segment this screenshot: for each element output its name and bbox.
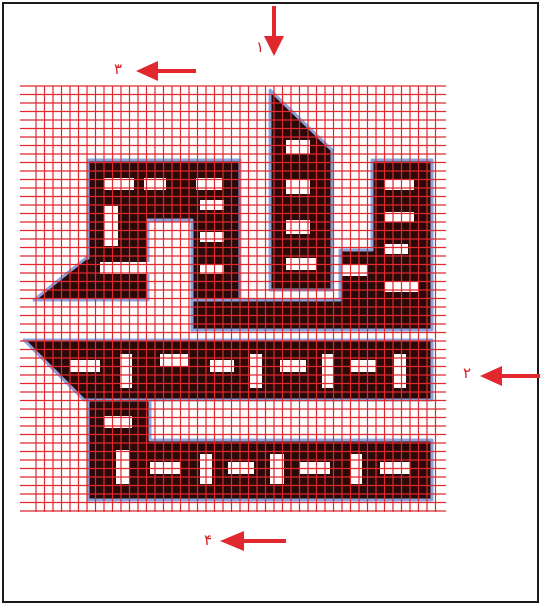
- letter-gap: [160, 354, 188, 366]
- letter-gap: [286, 140, 310, 154]
- letter-gap: [286, 180, 310, 194]
- kufic-pattern: [24, 90, 432, 500]
- marker-3-label: ۳: [114, 62, 122, 77]
- arrow-3-icon: [136, 61, 196, 81]
- arrow-1-icon: [264, 6, 284, 56]
- letter-gap: [200, 232, 224, 242]
- letter-gap: [384, 244, 408, 254]
- marker-1-label: ۱: [256, 40, 264, 55]
- letter-gap: [104, 206, 118, 246]
- letter-gap: [342, 264, 368, 276]
- arrow-2-icon: [480, 366, 540, 386]
- marker-2-label: ۲: [463, 366, 471, 381]
- marker-4-label: ۴: [204, 533, 212, 548]
- arrow-4-icon: [220, 531, 286, 551]
- letter-gap: [116, 450, 130, 484]
